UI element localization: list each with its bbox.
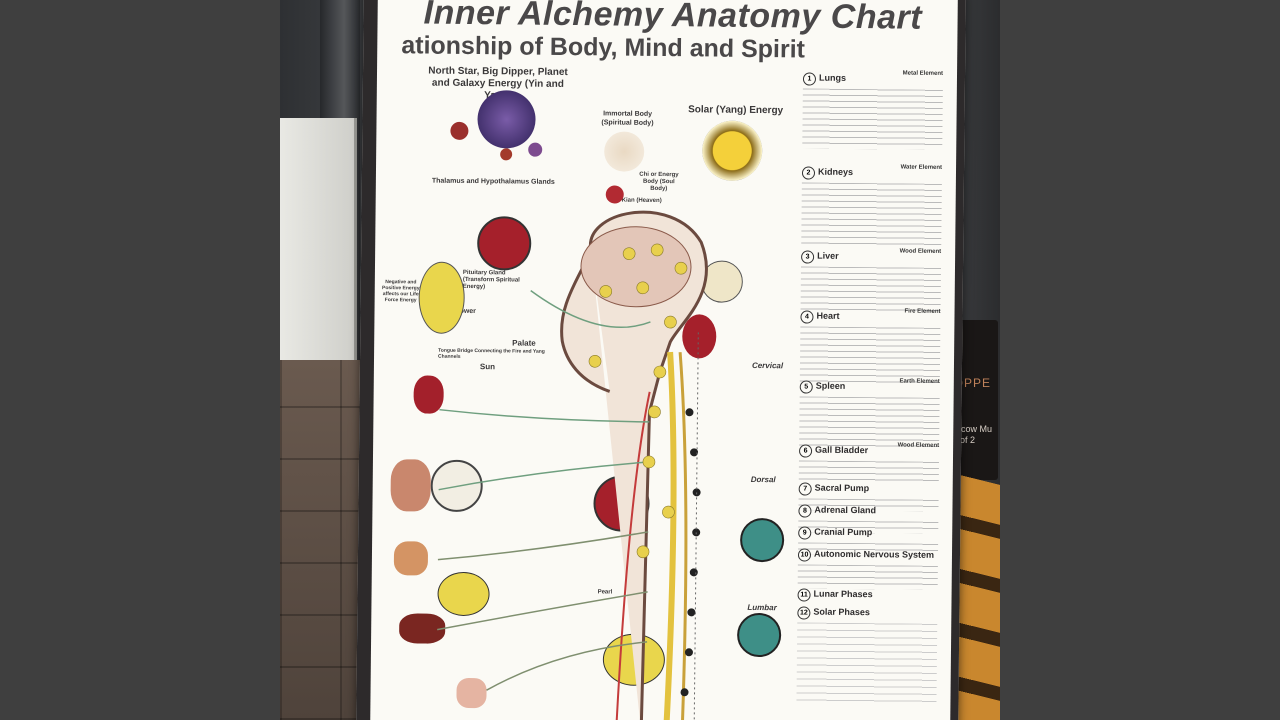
element-number: 9 (798, 526, 812, 540)
anatomy-figure (437, 210, 708, 720)
element-name: Gall Bladder (815, 444, 869, 456)
element-number: 10 (797, 548, 812, 562)
anatomy-poster: Inner Alchemy Anatomy Chart ationship of… (356, 0, 966, 720)
white-door (280, 118, 357, 368)
element-number: 6 (799, 444, 813, 458)
element-tag: Earth Element (899, 378, 940, 385)
photo-scene: COPPE Moscow Mu Set of 2 Inner Alchemy A… (280, 0, 1000, 720)
element-tag: Wood Element (897, 442, 940, 449)
element-number: 3 (801, 250, 815, 264)
element-name: Sacral Pump (814, 482, 870, 494)
element-number: 1 (802, 72, 817, 86)
element-tag: Fire Element (904, 308, 941, 315)
element-tag: Metal Element (902, 70, 944, 77)
element-number: 7 (798, 482, 812, 496)
element-number: 11 (797, 588, 811, 602)
element-name: Lungs (818, 72, 847, 83)
element-name: Adrenal Gland (814, 504, 877, 516)
element-text (796, 622, 938, 704)
element-name: Heart (816, 310, 840, 321)
element-number: 8 (798, 504, 812, 518)
element-name: Cranial Pump (814, 526, 873, 538)
element-name: Spleen (815, 380, 846, 391)
element-number: 4 (800, 310, 814, 324)
element-number: 2 (801, 166, 816, 180)
element-tag: Wood Element (899, 248, 942, 255)
element-name: Solar Phases (813, 606, 870, 618)
element-text (802, 88, 943, 150)
element-name: Autonomic Nervous System (813, 548, 935, 560)
element-number: 12 (797, 606, 811, 620)
element-number: 5 (799, 380, 813, 394)
element-tag: Water Element (900, 164, 943, 171)
element-name: Liver (817, 250, 839, 261)
element-name: Lunar Phases (813, 588, 873, 600)
element-text (801, 182, 942, 246)
element-name: Kidneys (817, 166, 854, 178)
